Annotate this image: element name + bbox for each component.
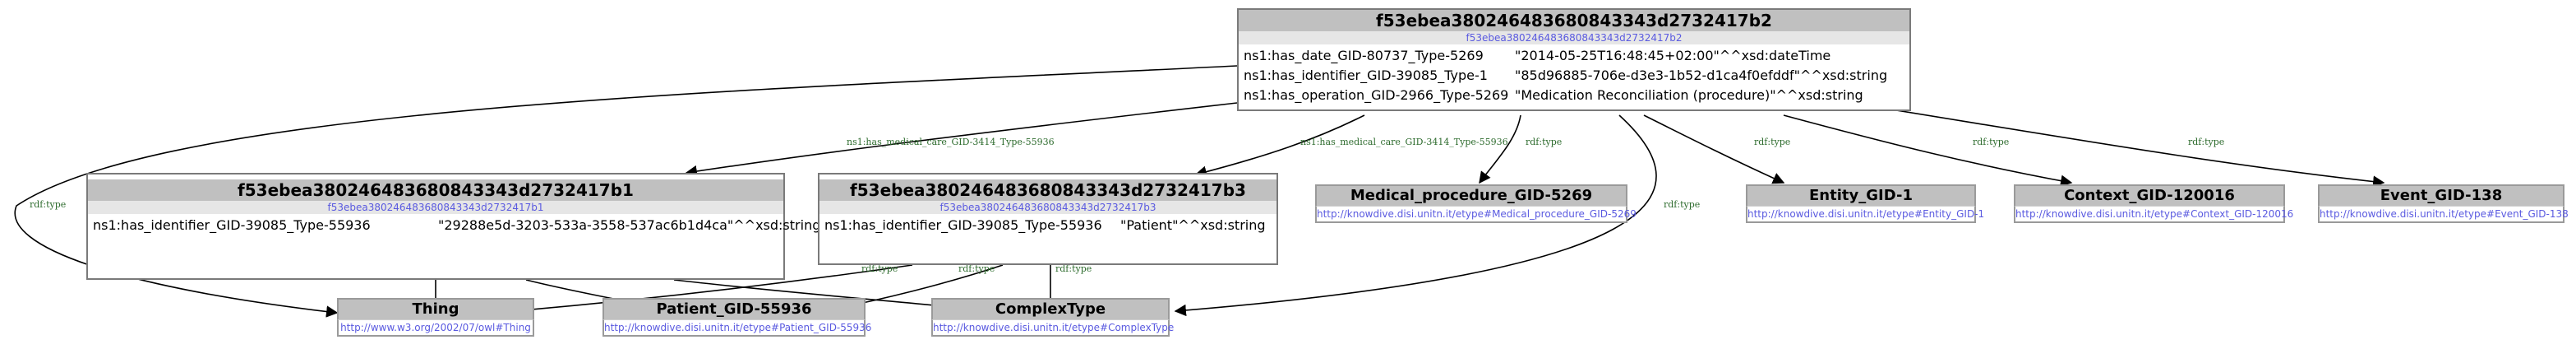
node-title: f53ebea380246483680843343d2732417b1 xyxy=(88,179,783,201)
node-title: f53ebea380246483680843343d2732417b3 xyxy=(819,179,1276,201)
edge-b2-to-context xyxy=(1783,114,2073,187)
class-node-complextype[interactable]: ComplexType http://knowdive.disi.unitn.i… xyxy=(931,298,1174,337)
class-node-patient[interactable]: Patient_GID-55936 http://knowdive.disi.u… xyxy=(602,298,871,337)
node-uri: http://knowdive.disi.unitn.it/etype#Medi… xyxy=(1315,206,1637,223)
edge-label-rdftype-b1-complex: rdf:type xyxy=(861,263,898,274)
property-value: "Medication Reconciliation (procedure)"^… xyxy=(1515,87,1863,103)
edge-b2-to-entity xyxy=(1643,114,1785,184)
node-title: Patient_GID-55936 xyxy=(602,298,866,319)
node-uri: http://www.w3.org/2002/07/owl#Thing xyxy=(337,319,534,337)
instance-node-b2[interactable]: f53ebea380246483680843343d2732417b2 f53e… xyxy=(1237,8,1911,111)
property-table: ns1:has_date_GID-80737_Type-5269 "2014-0… xyxy=(1239,44,1909,109)
node-title: Medical_procedure_GID-5269 xyxy=(1315,184,1627,206)
property-value: "2014-05-25T16:48:45+02:00"^^xsd:dateTim… xyxy=(1515,48,1831,63)
property-table: ns1:has_identifier_GID-39085_Type-55936 … xyxy=(88,214,820,239)
node-uri: http://knowdive.disi.unitn.it/etype#Cont… xyxy=(2014,206,2293,223)
edge-b2-to-event xyxy=(1865,105,2385,188)
edge-b2-to-b3 xyxy=(1194,114,1365,178)
class-node-thing[interactable]: Thing http://www.w3.org/2002/07/owl#Thin… xyxy=(337,298,534,337)
property-row: ns1:has_identifier_GID-39085_Type-55936 … xyxy=(824,216,1272,235)
edge-label-rdftype-entity: rdf:type xyxy=(1754,137,1791,147)
edge-label-medical-care-b3: ns1:has_medical_care_GID-3414_Type-55936 xyxy=(1300,137,1508,147)
class-node-context[interactable]: Context_GID-120016 http://knowdive.disi.… xyxy=(2014,184,2293,224)
instance-node-b3[interactable]: f53ebea380246483680843343d2732417b3 f53e… xyxy=(818,173,1278,265)
property-value: "Patient"^^xsd:string xyxy=(1120,217,1266,233)
property-value: "85d96885-706e-d3e3-1b52-d1ca4f0efddf"^^… xyxy=(1515,67,1888,83)
property-key: ns1:has_identifier_GID-39085_Type-55936 xyxy=(824,217,1102,233)
edge-label-medical-care-b1: ns1:has_medical_care_GID-3414_Type-55936 xyxy=(847,137,1055,147)
edge-b2-to-b1 xyxy=(685,102,1238,178)
property-row: ns1:has_identifier_GID-39085_Type-1 "85d… xyxy=(1244,66,1904,86)
class-node-medical-procedure[interactable]: Medical_procedure_GID-5269 http://knowdi… xyxy=(1315,184,1637,224)
node-title: ComplexType xyxy=(931,298,1170,319)
node-uri: http://knowdive.disi.unitn.it/etype#Even… xyxy=(2318,206,2569,223)
edge-b3-to-thing xyxy=(492,264,913,319)
edge-label-rdftype-event: rdf:type xyxy=(2188,137,2225,147)
node-title: Thing xyxy=(337,298,534,319)
node-uri: http://knowdive.disi.unitn.it/etype#Enti… xyxy=(1746,206,1984,223)
property-row: ns1:has_identifier_GID-39085_Type-55936 … xyxy=(93,216,820,235)
property-row: ns1:has_date_GID-80737_Type-5269 "2014-0… xyxy=(1244,46,1904,66)
node-title: Event_GID-138 xyxy=(2318,184,2564,206)
property-row: ns1:has_operation_GID-2966_Type-5269 "Me… xyxy=(1244,86,1904,105)
property-table: ns1:has_identifier_GID-39085_Type-55936 … xyxy=(819,214,1276,239)
class-node-entity[interactable]: Entity_GID-1 http://knowdive.disi.unitn.… xyxy=(1746,184,1984,224)
property-key: ns1:has_identifier_GID-39085_Type-55936 xyxy=(93,217,371,233)
node-uri: f53ebea380246483680843343d2732417b2 xyxy=(1239,31,1909,44)
node-uri: f53ebea380246483680843343d2732417b1 xyxy=(88,201,783,214)
edge-label-rdftype-b3-patient: rdf:type xyxy=(958,263,995,274)
edge-b2-to-complex xyxy=(1174,114,1657,317)
node-uri: http://knowdive.disi.unitn.it/etype#Pati… xyxy=(602,319,871,337)
edge-label-rdftype-thing-b2: rdf:type xyxy=(30,199,67,210)
edge-label-rdftype-medical: rdf:type xyxy=(1526,137,1563,147)
node-uri: f53ebea380246483680843343d2732417b3 xyxy=(819,201,1276,214)
property-key: ns1:has_identifier_GID-39085_Type-1 xyxy=(1244,67,1488,83)
edge-label-rdftype-context: rdf:type xyxy=(1973,137,2010,147)
instance-node-b1[interactable]: f53ebea380246483680843343d2732417b1 f53e… xyxy=(86,173,820,280)
edge-b2-to-medical xyxy=(1479,114,1521,184)
node-title: f53ebea380246483680843343d2732417b2 xyxy=(1239,10,1909,31)
property-key: ns1:has_operation_GID-2966_Type-5269 xyxy=(1244,87,1509,103)
class-node-event[interactable]: Event_GID-138 http://knowdive.disi.unitn… xyxy=(2318,184,2569,224)
property-value: "29288e5d-3203-533a-3558-537ac6b1d4ca"^^… xyxy=(438,217,821,233)
edge-label-rdftype-b3-complex: rdf:type xyxy=(1055,263,1092,274)
node-title: Entity_GID-1 xyxy=(1746,184,1976,206)
node-title: Context_GID-120016 xyxy=(2014,184,2285,206)
node-uri: http://knowdive.disi.unitn.it/etype#Comp… xyxy=(931,319,1174,337)
edge-label-rdftype-complex-b2: rdf:type xyxy=(1664,199,1701,210)
property-key: ns1:has_date_GID-80737_Type-5269 xyxy=(1244,48,1484,63)
